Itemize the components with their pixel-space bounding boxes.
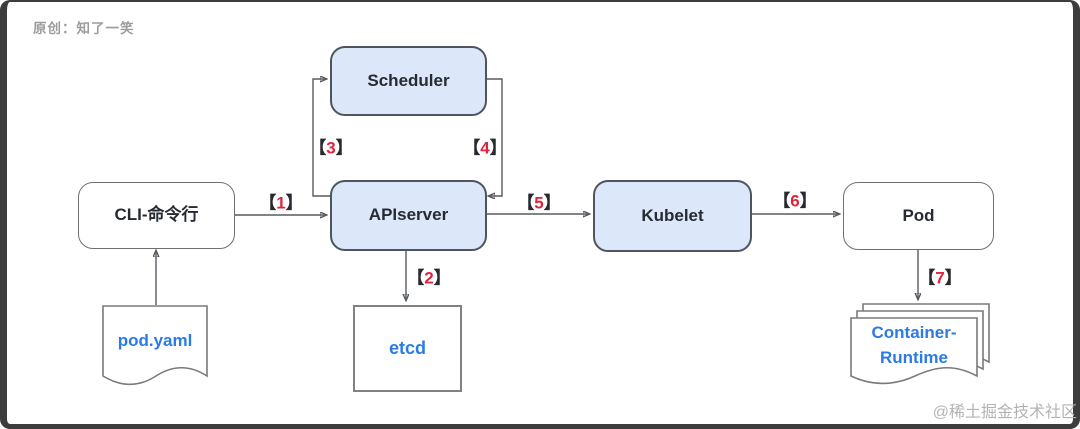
runtime-label-line2: Runtime — [880, 348, 948, 367]
edge-step-3-apiserver-to-scheduler — [312, 79, 331, 197]
node-etcd-label: etcd — [388, 337, 426, 358]
watermark-author: 原创：知了一笑 — [33, 21, 135, 36]
node-pod-label: Pod — [902, 205, 935, 225]
step-label-2: 【2】 — [407, 268, 451, 288]
document-stack-front-icon — [850, 317, 978, 385]
node-scheduler: Scheduler — [330, 46, 487, 116]
node-pod-yaml: pod.yaml — [102, 305, 208, 391]
node-container-runtime-label: Container- Runtime — [850, 317, 978, 373]
node-cli: CLI-命令行 — [78, 182, 235, 249]
node-pod-yaml-label: pod.yaml — [117, 331, 193, 350]
step-label-7: 【7】 — [918, 268, 962, 288]
node-kubelet: Kubelet — [593, 180, 752, 252]
node-cli-label: CLI-命令行 — [114, 205, 199, 225]
runtime-label-line1: Container- — [871, 323, 957, 342]
node-pod: Pod — [843, 182, 994, 250]
step-label-1: 【1】 — [259, 193, 303, 213]
node-apiserver-label: APIserver — [368, 205, 449, 225]
step-label-3: 【3】 — [309, 138, 353, 158]
node-container-runtime: Container- Runtime — [850, 303, 992, 391]
node-scheduler-label: Scheduler — [367, 70, 450, 90]
document-shape-icon — [102, 305, 208, 386]
step-label-6: 【6】 — [773, 191, 817, 211]
step-label-4: 【4】 — [463, 138, 507, 158]
edge-step-4-scheduler-to-apiserver — [483, 78, 503, 196]
node-etcd: etcd — [353, 305, 462, 392]
step-label-5: 【5】 — [517, 193, 561, 213]
node-apiserver: APIserver — [330, 180, 487, 251]
node-kubelet-label: Kubelet — [641, 205, 704, 225]
watermark-community: @稀土掘金技术社区 — [932, 404, 1077, 421]
